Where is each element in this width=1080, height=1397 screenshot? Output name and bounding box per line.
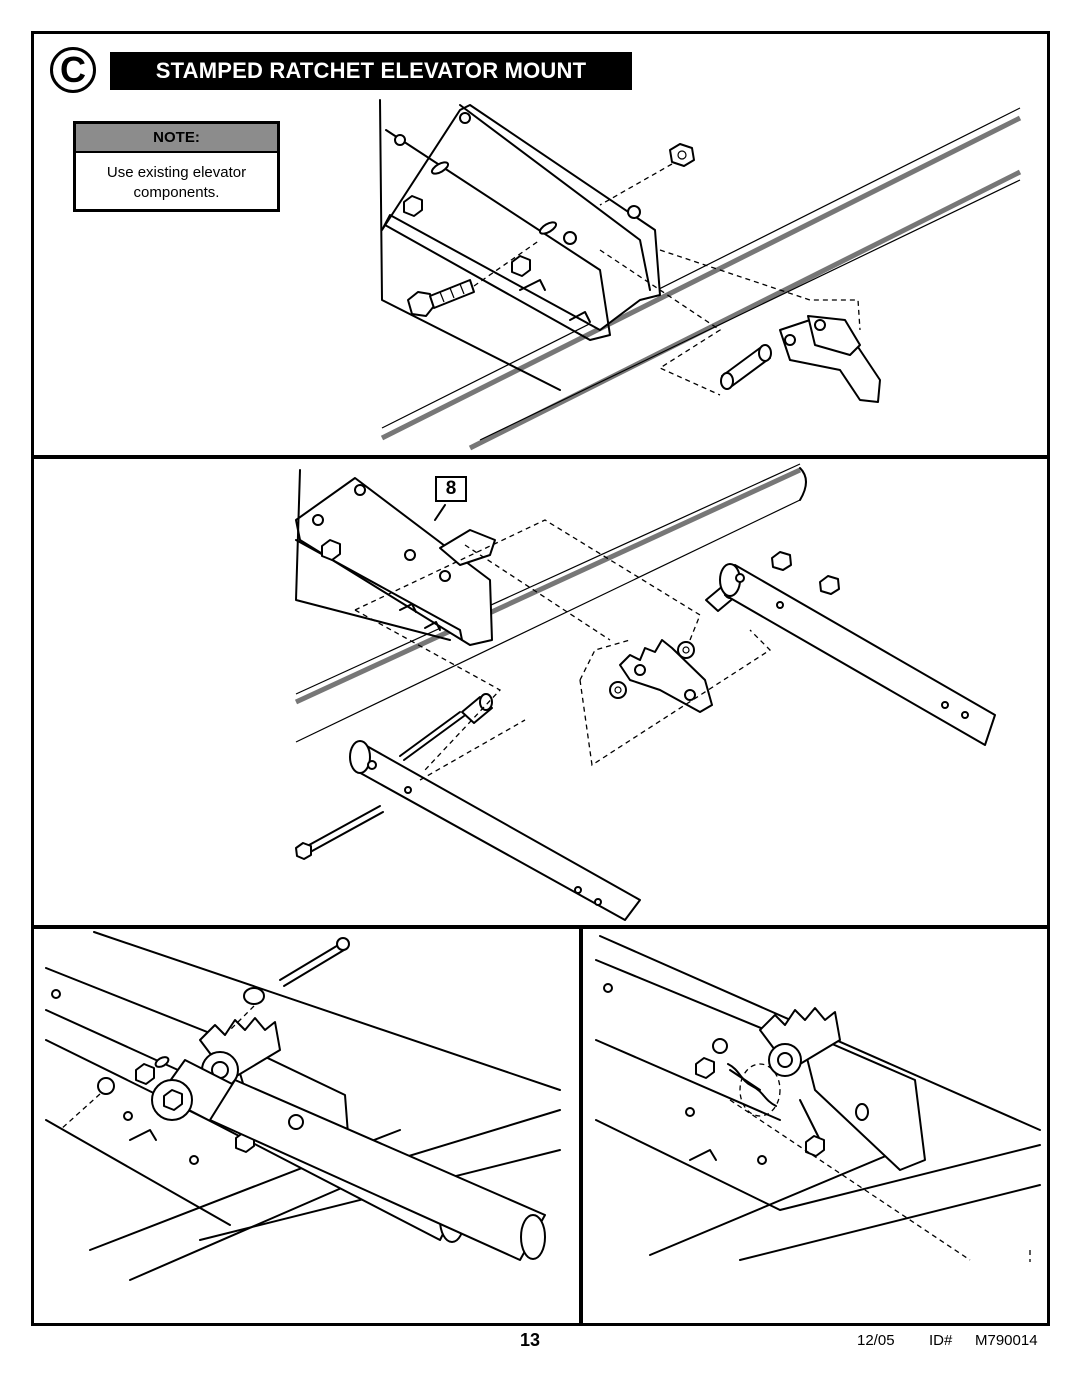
footer-document-id: M790014 <box>975 1332 1038 1349</box>
bottom-left-assembly-drawing <box>45 931 561 1281</box>
footer-date: 12/05 <box>857 1332 895 1349</box>
footer-id-label: ID# <box>929 1332 953 1349</box>
top-nut-drawing <box>599 143 695 206</box>
top-bolt-drawing <box>407 239 541 317</box>
note-box: NOTE: Use existing elevator components. <box>73 121 280 212</box>
note-heading: NOTE: <box>76 124 277 153</box>
middle-pins-drawing <box>295 711 465 860</box>
part-callout-number: 8 <box>435 476 467 502</box>
bottom-right-panel <box>580 926 1050 1326</box>
top-pawl-drawing <box>779 315 881 403</box>
top-bracket-drawing <box>379 99 661 391</box>
top-rail-drawing <box>380 107 1022 451</box>
top-spacer-drawing <box>720 344 772 390</box>
page-number: 13 <box>520 1330 541 1350</box>
middle-nuts-drawing <box>771 551 840 595</box>
middle-tube-lower-drawing <box>349 740 641 921</box>
note-line-2: components. <box>133 184 220 201</box>
middle-dashed-guides <box>354 519 772 781</box>
top-dashed-guides <box>599 249 861 396</box>
callout-leader-line <box>434 504 446 521</box>
bottom-right-assembly-drawing <box>595 935 1041 1262</box>
middle-ratchet-plate-drawing <box>609 639 713 713</box>
section-title: STAMPED RATCHET ELEVATOR MOUNT <box>110 52 632 90</box>
middle-rail-drawing <box>294 463 807 743</box>
note-line-1: Use existing elevator <box>106 164 247 181</box>
step-letter-badge: C <box>50 47 96 93</box>
note-text: Use existing elevator components. <box>76 153 277 203</box>
middle-tube-upper-drawing <box>719 563 996 746</box>
